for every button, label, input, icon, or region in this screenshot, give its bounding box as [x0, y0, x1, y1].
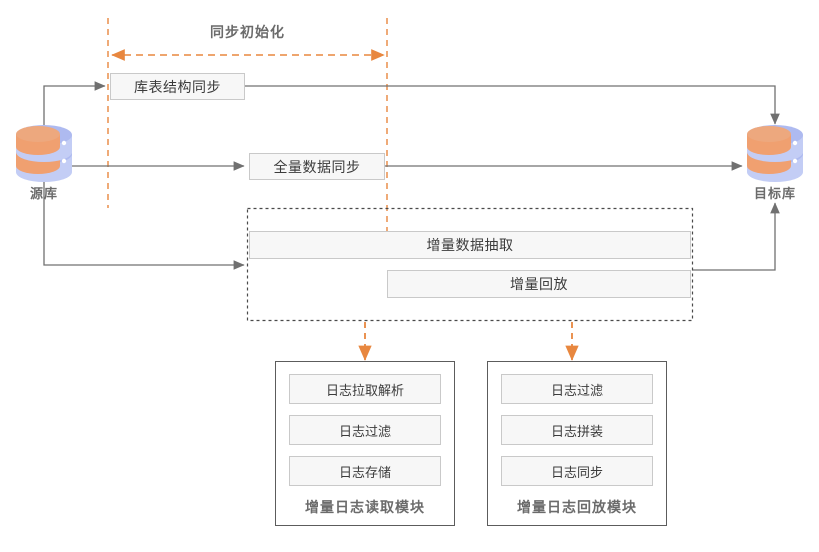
module-item-log-filter[interactable]: 日志过滤	[289, 415, 441, 445]
module-item-log-storage[interactable]: 日志存储	[289, 456, 441, 486]
incremental-container	[246, 207, 694, 322]
flow-schema-to-target	[244, 85, 780, 125]
module-log-read: 日志拉取解析 日志过滤 日志存储 增量日志读取模块	[275, 361, 455, 526]
module-item-log-pull-parse[interactable]: 日志拉取解析	[289, 374, 441, 404]
module-item-log-sync[interactable]: 日志同步	[501, 456, 653, 486]
source-database-icon	[8, 122, 80, 189]
module-item-replay-log-filter[interactable]: 日志过滤	[501, 374, 653, 404]
module-item-log-assemble[interactable]: 日志拼装	[501, 415, 653, 445]
target-database-icon	[739, 122, 811, 189]
phase-label-sync-init: 同步初始化	[210, 24, 285, 40]
process-box-incremental-replay[interactable]: 增量回放	[387, 270, 691, 298]
flow-replay-to-target	[692, 202, 780, 271]
process-box-schema-sync[interactable]: 库表结构同步	[110, 73, 245, 100]
target-database-label: 目标库	[753, 186, 796, 201]
module-log-replay: 日志过滤 日志拼装 日志同步 增量日志回放模块	[487, 361, 667, 526]
phase-boundary-lines	[107, 18, 388, 260]
flow-source-to-schema	[43, 81, 106, 143]
flow-source-to-incremental	[43, 166, 245, 270]
process-box-incremental-extract[interactable]: 增量数据抽取	[249, 231, 691, 259]
process-box-full-data-sync[interactable]: 全量数据同步	[249, 153, 385, 180]
module-title-log-replay: 增量日志回放模块	[517, 499, 637, 515]
source-database-label: 源库	[29, 186, 58, 201]
module-title-log-read: 增量日志读取模块	[305, 499, 425, 515]
